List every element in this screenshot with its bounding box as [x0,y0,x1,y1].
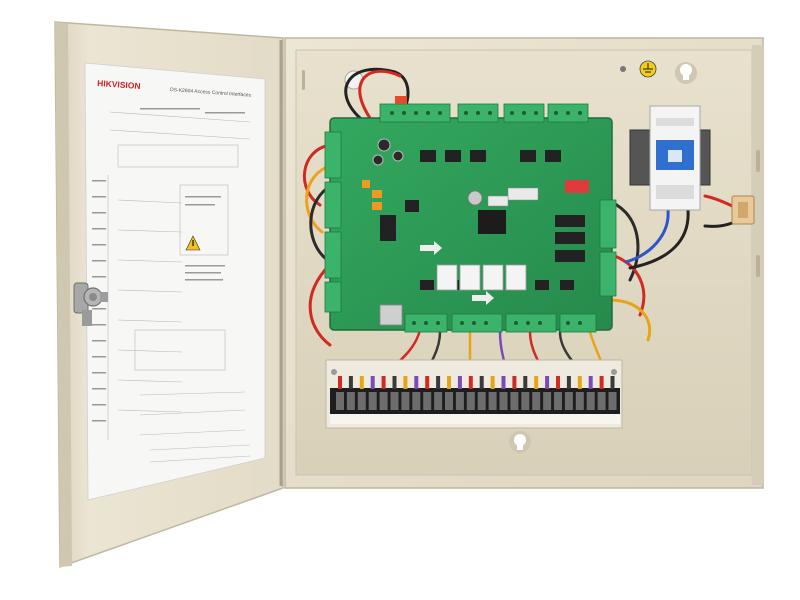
wire-end [359,376,364,389]
terminal-block [325,359,623,429]
wire-end [577,376,582,389]
terminal-screw [554,392,562,410]
door-latch [73,282,108,326]
manual-title: DS-K2604 Access Control Interfaces [170,87,252,99]
terminal-screw [532,392,541,410]
wire-end [370,376,375,389]
terminal-screw [597,392,606,410]
wire-end [468,376,473,389]
wire-end [392,376,397,389]
mounting-hole-top-right [675,62,697,84]
fuse-holder [731,195,755,225]
terminal-screw [401,392,410,410]
wire-end [457,376,462,389]
chips [380,150,585,290]
wire-end [381,376,386,389]
terminal-screw [412,392,421,410]
terminal-screw [586,392,595,410]
circuit-breaker [629,105,711,211]
dip-switch [565,180,589,193]
control-board [324,96,617,333]
wire-end [436,376,441,389]
wire-end [556,376,560,389]
wire-end [501,376,506,389]
wire-end [599,376,604,389]
wire-end [545,376,550,389]
manual-brand: HIKVISION [97,78,141,91]
wire-end [338,376,342,389]
ground-symbol-icon [639,60,657,78]
terminal-screw [434,392,443,410]
terminal-row-bottom [404,313,597,333]
coin-battery [467,190,483,206]
terminal-screw [455,392,464,410]
relays [436,264,527,291]
terminal-screw [608,392,617,410]
wire-end [523,376,528,389]
wire-end [490,376,495,389]
terminal-screw [466,392,475,410]
wire-end [566,376,571,389]
terminal-screw [575,392,584,410]
wire-end [348,376,353,389]
terminal-screw [336,392,344,410]
terminal-screw [488,392,497,410]
mounting-hole-bottom [509,431,531,453]
terminal-screw [357,392,366,410]
wire-end [403,376,408,389]
manual-sheet: HIKVISION DS-K2604 Access Control Interf… [84,62,266,501]
terminal-screw [499,392,508,410]
wire-end [425,376,430,389]
wire-end [534,376,539,389]
wire-end [588,376,593,389]
terminal-screw [379,392,388,410]
capacitors [372,138,404,166]
terminal-screw [390,392,399,410]
terminal-screw [368,392,377,410]
wire-end [512,376,517,389]
terminal-screw [564,392,573,410]
terminal-screw [543,392,552,410]
terminal-screw [510,392,519,410]
terminal-screw [477,392,486,410]
terminal-screw [346,392,355,410]
terminal-column-right [599,199,617,297]
wire-end [610,376,615,389]
wire-end [447,376,451,389]
terminal-screw [423,392,432,410]
wire-end [479,376,484,389]
wire-end [414,376,419,389]
terminal-screw [445,392,453,410]
terminal-screw [521,392,530,410]
terminal-column-left [324,131,342,313]
